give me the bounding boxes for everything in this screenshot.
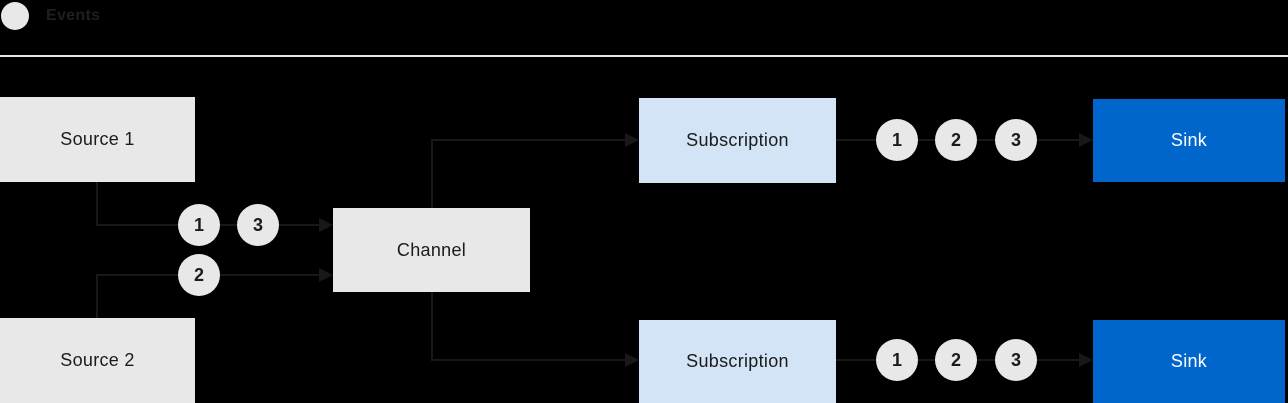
event-marker: 1 [876, 119, 918, 161]
arrowhead-icon [625, 353, 639, 367]
event-marker: 2 [178, 254, 220, 296]
arrowhead-icon [1079, 133, 1093, 147]
source-2-node: Source 2 [0, 318, 195, 403]
source-2-label: Source 2 [60, 350, 135, 370]
channel-node: Channel [333, 208, 530, 292]
legend-label: Events [46, 7, 101, 24]
subscription-top-label: Subscription [686, 130, 789, 150]
source-1-node: Source 1 [0, 97, 195, 182]
sink-bottom-label: Sink [1170, 351, 1208, 371]
event-marker: 1 [178, 204, 220, 246]
event-marker: 1 [876, 339, 918, 381]
connector-source2-to-channel [96, 268, 333, 318]
arrowhead-icon [625, 133, 639, 147]
event-marker: 3 [995, 119, 1037, 161]
event-marker: 3 [995, 339, 1037, 381]
subscription-bottom-label: Subscription [686, 351, 789, 371]
arrowhead-icon [319, 268, 333, 282]
subscription-top-node: Subscription [639, 98, 836, 183]
separator-line [0, 55, 1288, 57]
event-marker: 2 [935, 339, 977, 381]
arrowhead-icon [319, 218, 333, 232]
event-marker: 2 [935, 119, 977, 161]
sink-bottom-node: Sink [1093, 320, 1285, 403]
connector-channel-to-subscription-top [431, 133, 639, 208]
connector-channel-to-subscription-bottom [431, 292, 639, 367]
channel-label: Channel [396, 239, 467, 260]
sink-top-label: Sink [1170, 130, 1208, 150]
event-circle-icon [1, 2, 29, 30]
subscription-bottom-node: Subscription [639, 320, 836, 403]
arrowhead-icon [1079, 353, 1093, 367]
event-marker: 3 [237, 204, 279, 246]
sink-top-node: Sink [1093, 99, 1285, 182]
legend: Events [1, 2, 100, 30]
source-1-label: Source 1 [60, 129, 135, 149]
